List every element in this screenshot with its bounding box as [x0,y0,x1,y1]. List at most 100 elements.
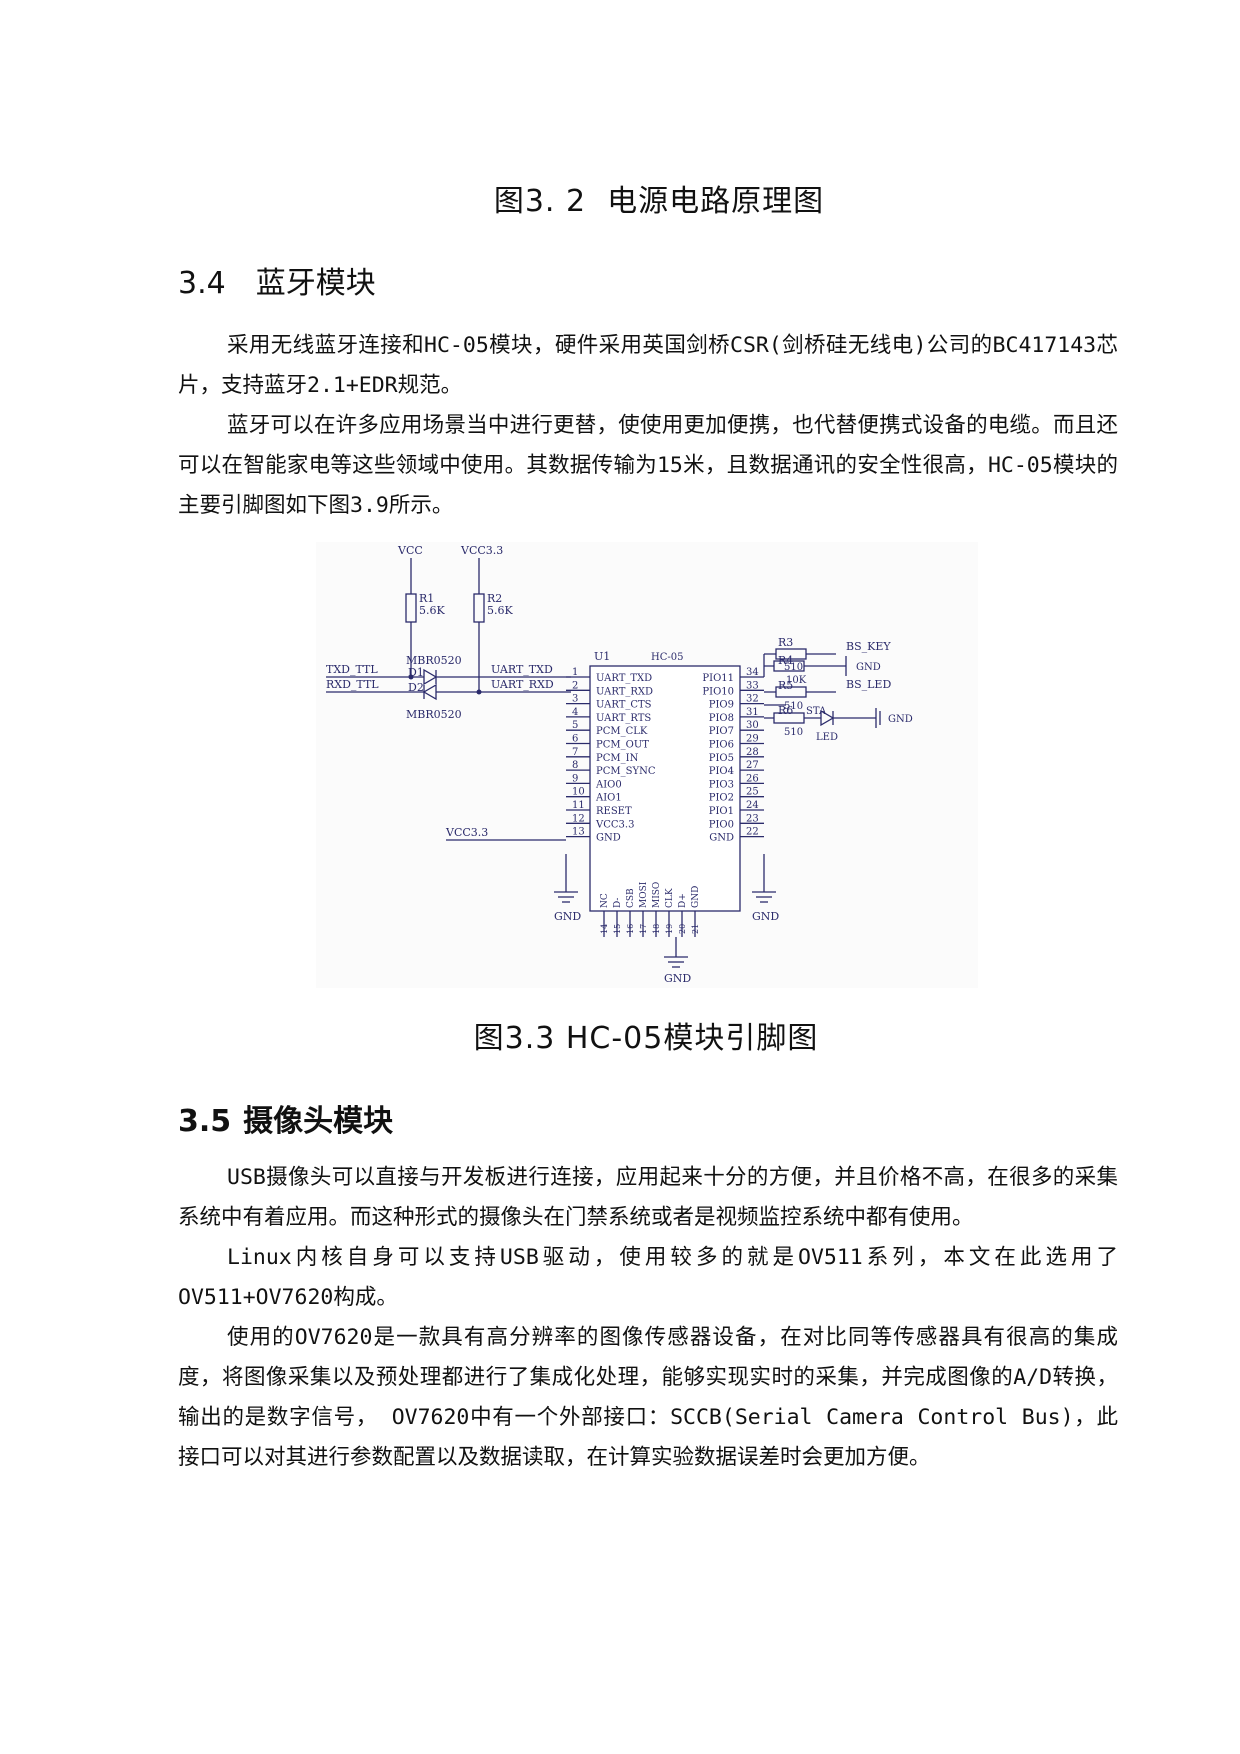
chip-pin-name: PIO6 [709,740,734,751]
chip-pin-name: PIO7 [709,726,734,737]
chip-pin-number: 26 [746,773,759,784]
section-title: 摄像头模块 [243,1104,394,1139]
chip-pin-number: 27 [746,760,759,771]
chip-pin-number: 32 [746,694,759,705]
r5-value: 510 [784,701,803,712]
chip-pin-number: 21 [691,924,700,934]
chip-pin-number: 5 [572,720,578,731]
chip-pin-name: PIO4 [709,766,734,777]
chip-pin-number: 24 [746,800,759,811]
chip-pin-number: 28 [746,747,759,758]
gnd-bottom-label: GND [664,972,691,985]
chip-pin-name: MISO [652,882,662,908]
chip-pin-number: 20 [678,924,687,934]
section-3-4-body: 采用无线蓝牙连接和HC-05模块，硬件采用英国剑桥CSR(剑桥硅无线电)公司的B… [178,326,1118,526]
paragraph: Linux内核自身可以支持USB驱动，使用较多的就是OV511系列，本文在此选用… [178,1245,1118,1310]
gnd-left-label: GND [554,910,581,923]
chip-pin-number: 3 [572,694,578,705]
chip-pin-name: PIO3 [709,779,734,790]
chip-pin-number: 30 [746,720,759,731]
led-label: LED [816,732,838,743]
chip-pin-name: PCM_OUT [596,740,649,751]
gnd-right-label: GND [752,910,779,923]
r4-ref: R4 [778,654,793,667]
chip-pin-number: 25 [746,787,759,798]
section-3-5-body: USB摄像头可以直接与开发板进行连接，应用起来十分的方便，并且价格不高，在很多的… [178,1158,1118,1478]
net-uart-txd: UART_TXD [491,663,553,676]
chip-pin-number: 34 [746,667,759,678]
paragraph: 使用的OV7620是一款具有高分辨率的图像传感器设备，在对比同等传感器具有很高的… [178,1325,1118,1470]
chip-pin-number: 18 [652,924,661,934]
chip-pin-number: 31 [746,707,759,718]
vcc-label: VCC [397,544,423,557]
chip-pin-number: 4 [572,707,578,718]
chip-pin-name: MOSI [639,881,649,908]
r1-ref: R1 [419,592,434,605]
net-bs-key: BS_KEY [846,640,891,653]
chip-pin-name: PIO5 [709,753,734,764]
net-bs-led: BS_LED [846,678,891,691]
chip-pin-name: D+ [678,893,688,908]
chip-pin-number: 16 [626,924,635,934]
chip-pin-number: 7 [572,747,578,758]
chip-pin-number: 14 [600,924,609,934]
r3-ref: R3 [778,636,793,649]
chip-pin-name: CSB [626,888,636,908]
net-rxd-ttl: RXD_TTL [326,678,379,691]
vcc33-left-label: VCC3.3 [445,826,488,839]
chip-pin-name: AIO0 [595,779,622,790]
chip-pin-number: 29 [746,734,759,745]
chip-ref: U1 [594,650,610,663]
paragraph: 采用无线蓝牙连接和HC-05模块，硬件采用英国剑桥CSR(剑桥硅无线电)公司的B… [178,333,1118,398]
chip-pin-name: UART_RXD [596,686,653,697]
chip-pin-name: PIO11 [702,673,734,684]
chip-pin-name: UART_RTS [596,713,651,724]
net-sta: STA [806,706,827,717]
chip-pin-name: PIO10 [702,686,734,697]
chip-pin-name: GND [709,833,734,844]
chip-pin-number: 6 [572,734,578,745]
hc05-pinout-schematic: VCC VCC3.3 R1 5.6K R2 5.6K MBR0520 D1 D2… [316,542,978,988]
chip-pin-name: PCM_CLK [596,726,648,737]
section-number: 3.4 [178,266,226,301]
figure-caption-3-2: 图3. 2 电源电路原理图 [493,184,825,219]
chip-pin-number: 9 [572,773,578,784]
chip-pin-number: 19 [665,924,674,934]
chip-pin-number: 8 [572,760,578,771]
chip-pin-name: AIO1 [595,793,622,804]
chip-pin-number: 22 [746,827,759,838]
chip-pin-name: UART_TXD [596,673,652,684]
chip-name: HC-05 [651,652,683,663]
chip-pin-name: PCM_IN [596,753,639,764]
r6-value: 510 [784,727,803,738]
chip-pin-number: 2 [572,680,578,691]
chip-pin-name: GND [596,833,621,844]
d1-label: D1 [408,666,424,679]
r4-value: 10K [786,675,807,686]
section-heading-3-5: 3.5 摄像头模块 [178,1096,393,1140]
r5-ref: R5 [778,679,793,692]
chip-pin-number: 11 [572,800,585,811]
chip-pin-number: 23 [746,813,759,824]
d2-label: D2 [408,681,424,694]
chip-pin-name: PIO2 [709,793,734,804]
chip-pin-name: GND [691,886,701,908]
figure-caption-3-3: 图3.3 HC-05模块引脚图 [473,1021,819,1056]
section-title: 蓝牙模块 [255,266,376,301]
chip-pin-name: D- [613,898,623,908]
paragraph: 蓝牙可以在许多应用场景当中进行更替，使使用更加便携，也代替便携式设备的电缆。而且… [178,413,1118,518]
section-number: 3.5 [178,1104,232,1139]
chip-pin-name: UART_CTS [596,700,652,711]
chip-pin-number: 15 [613,924,622,934]
chip-pin-number: 13 [572,827,585,838]
r2-ref: R2 [487,592,502,605]
diode-part-bottom: MBR0520 [406,708,462,721]
chip-pin-number: 17 [639,924,648,934]
r6-ref: R6 [778,704,793,717]
r1-value: 5.6K [419,604,445,617]
chip-pin-name: PIO9 [709,700,734,711]
chip-pin-number: 12 [572,813,585,824]
vcc33-label: VCC3.3 [460,544,503,557]
section-heading-3-4: 3.4 蓝牙模块 [178,258,376,302]
chip-pin-name: PCM_SYNC [596,766,656,777]
